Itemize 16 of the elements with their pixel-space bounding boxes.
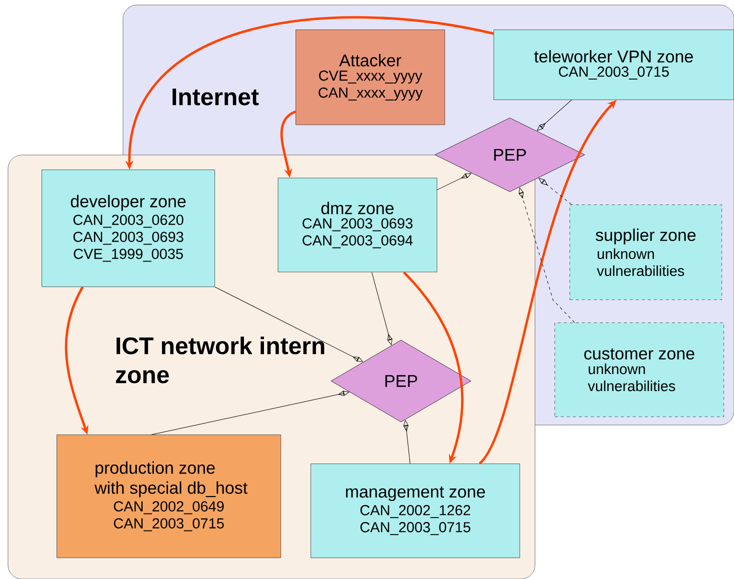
arrow — [436, 173, 472, 190]
zone-box: Attacker CVE_xxxx_yyyy CAN_xxxx_yyyy — [296, 30, 445, 125]
zone-box: dmz zone CAN_2003_0693 CAN_2003_0694 — [278, 178, 438, 272]
zone-box: management zone CAN_2002_1262 CAN_2003_0715 — [310, 464, 520, 558]
zone-box: supplier zone unknown vulnerabilities — [570, 204, 722, 300]
arrow — [372, 272, 392, 346]
zone-box: teleworker VPN zone CAN_2003_0715 — [494, 30, 734, 100]
arrow — [518, 188, 575, 323]
arrow — [403, 420, 410, 464]
arrow — [536, 100, 572, 131]
arrow — [538, 178, 572, 205]
zone-box: production zone with special db_host CAN_2002_0649 CAN_2003_0715 — [56, 434, 281, 558]
zone-box: customer zone unknown vulnerabilities — [554, 322, 724, 417]
arrow — [214, 286, 363, 362]
arrow — [151, 390, 350, 435]
zone-box: developer zone CAN_2003_0620 CAN_2003_0693 CVE_1999_0035 — [42, 170, 215, 287]
